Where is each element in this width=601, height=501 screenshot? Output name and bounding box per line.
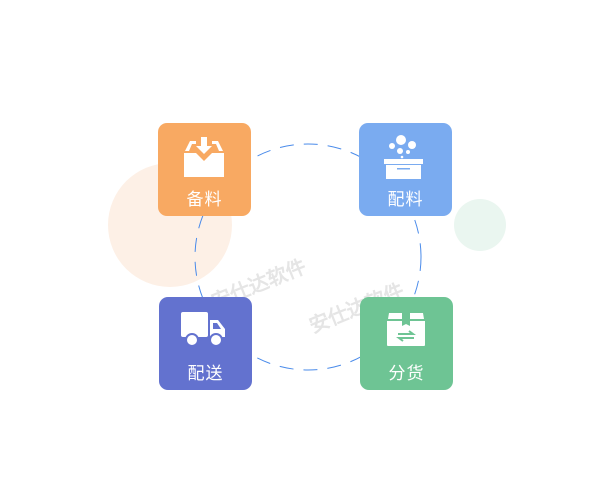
step-card-distribution[interactable]: 分货	[360, 297, 453, 390]
inbox-download-icon	[184, 137, 224, 177]
box-bubbles-icon	[384, 135, 423, 179]
step-label: 配送	[187, 364, 224, 384]
step-label: 配料	[387, 190, 424, 210]
decorative-green-circle	[454, 199, 506, 251]
step-card-delivery[interactable]: 配送	[159, 297, 252, 390]
step-card-batching[interactable]: 配料	[359, 123, 452, 216]
package-exchange-icon	[387, 313, 425, 346]
step-label: 备料	[186, 190, 223, 210]
step-card-prepare[interactable]: 备料	[158, 123, 251, 216]
step-label: 分货	[388, 364, 425, 384]
truck-icon	[181, 312, 225, 347]
